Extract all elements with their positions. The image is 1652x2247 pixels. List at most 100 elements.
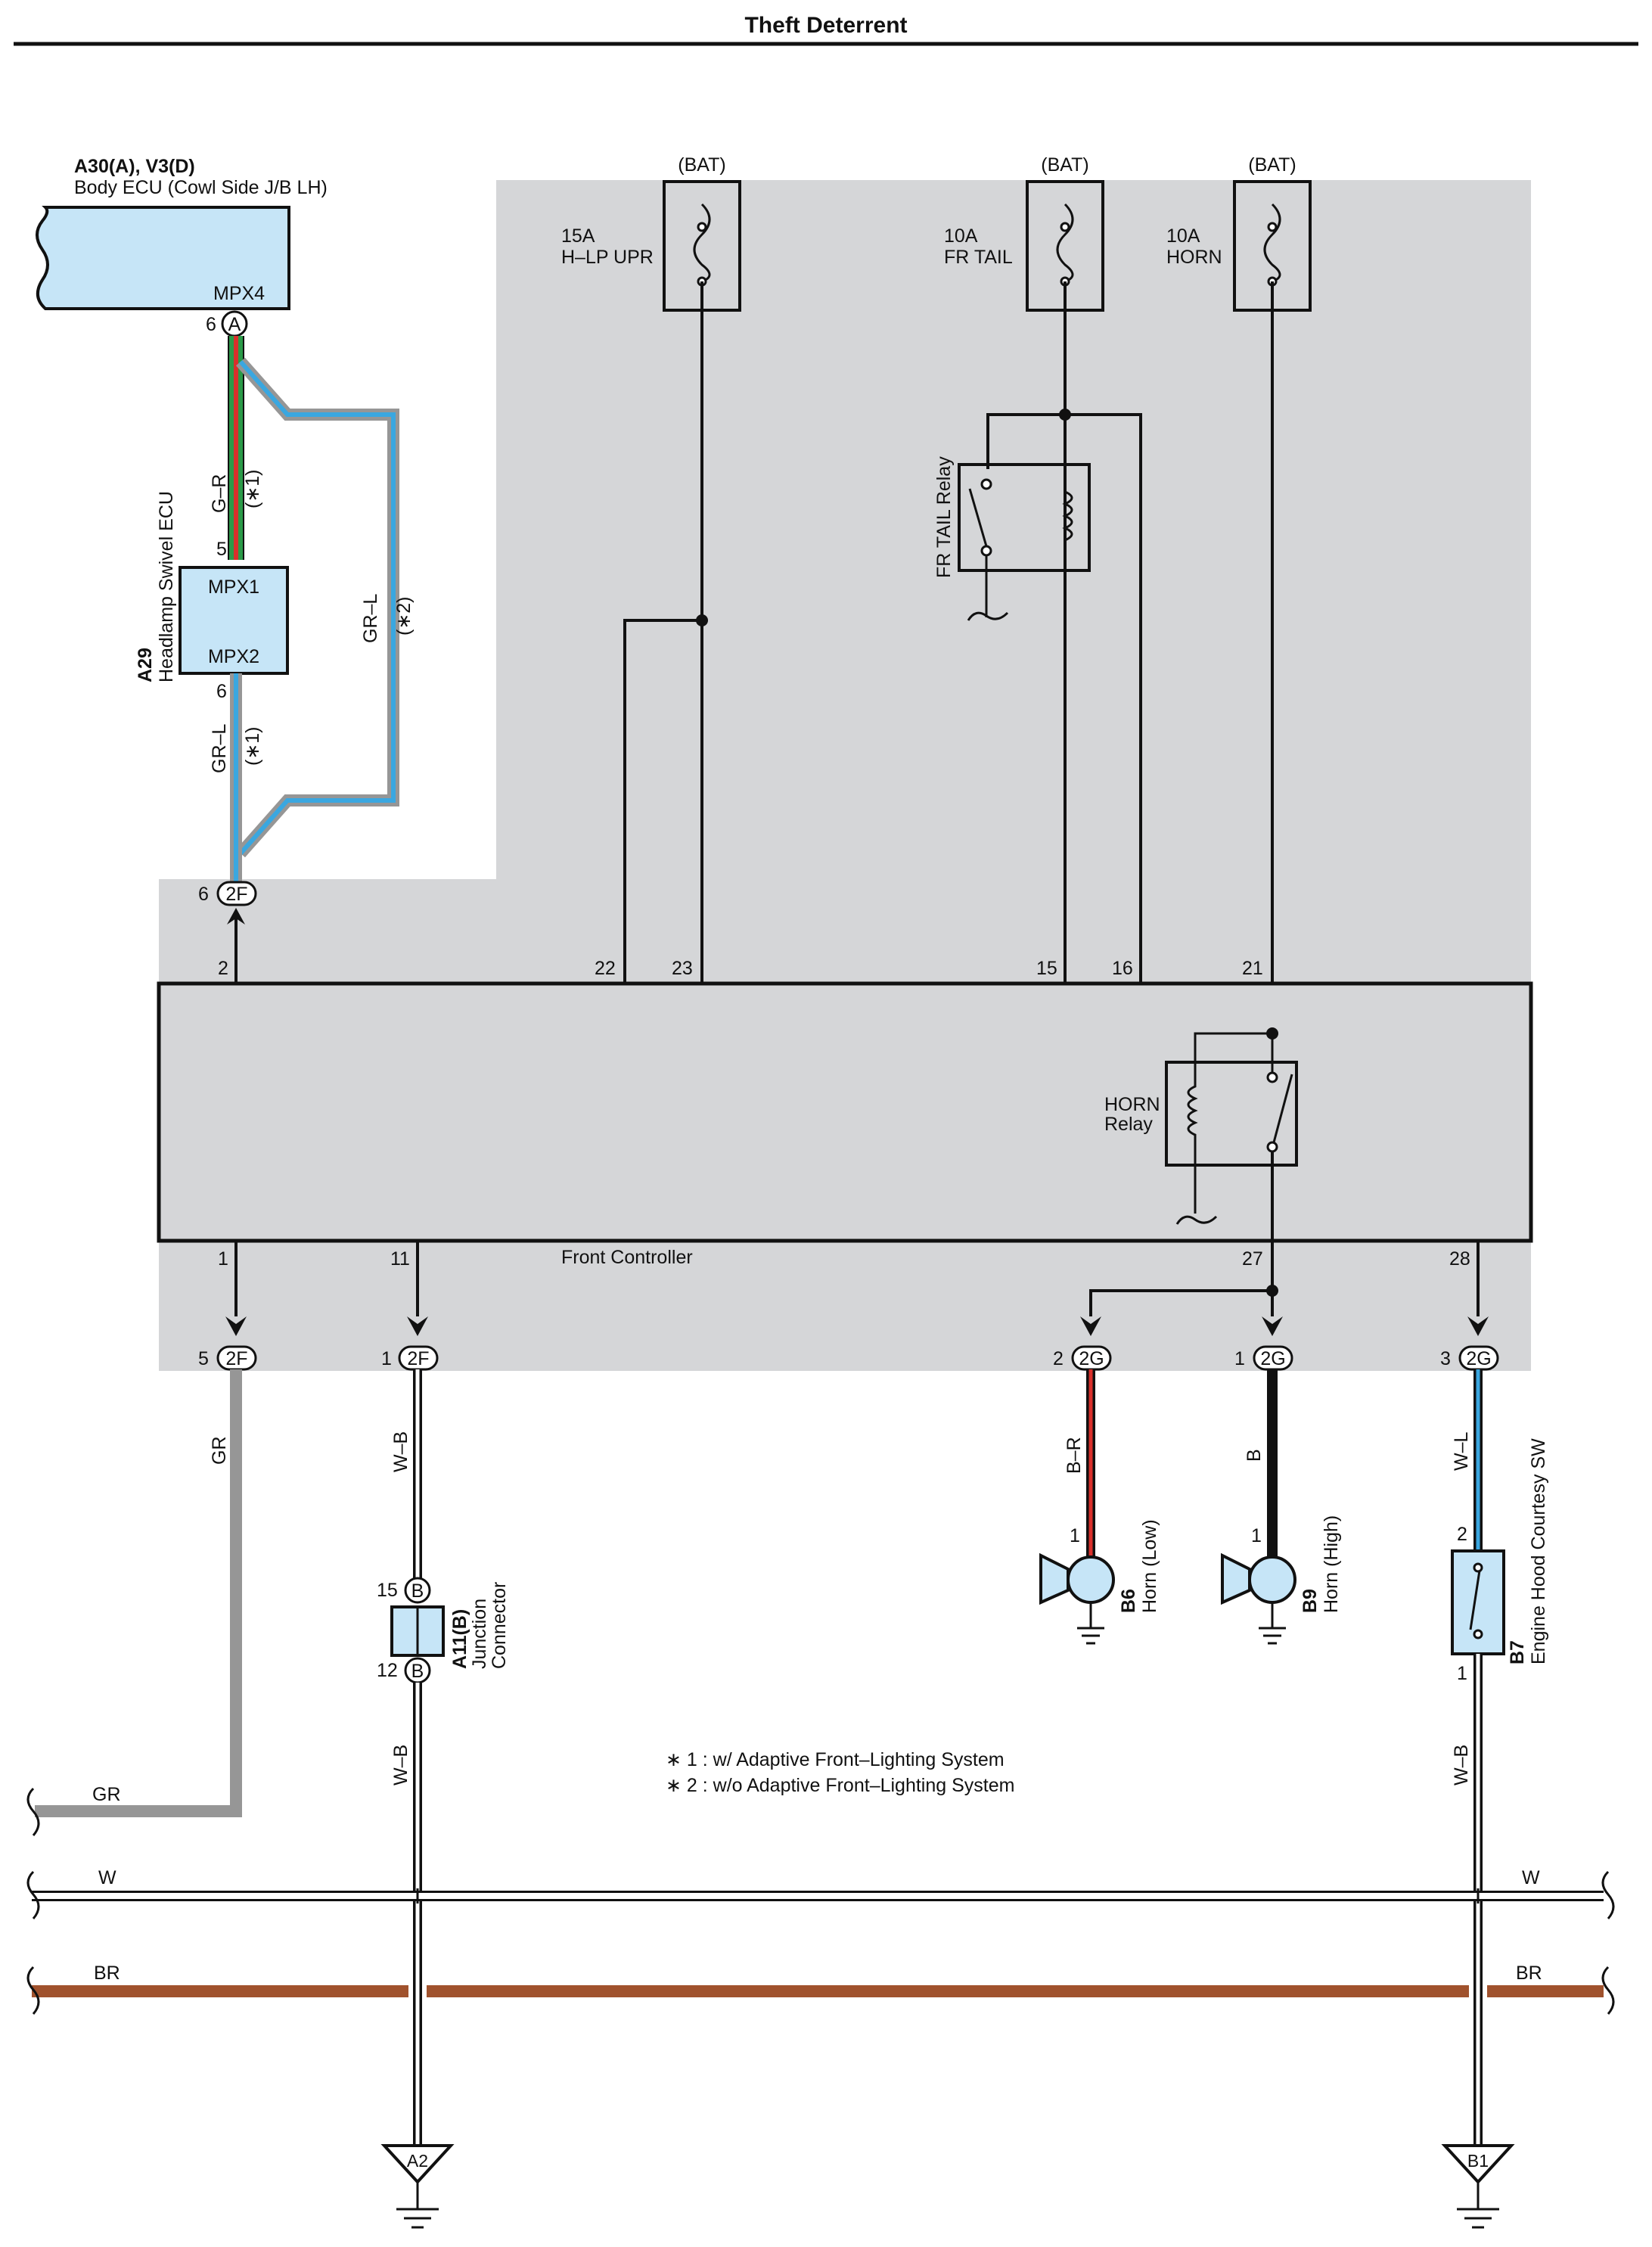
- front-controller-box: [157, 981, 1533, 1243]
- hood-sw-pin-top: 2: [1457, 1524, 1467, 1545]
- fr-tail-relay-label: FR TAIL Relay: [933, 456, 955, 578]
- body-ecu-pin: 6: [206, 314, 216, 335]
- wire-label-w-b-a: W–B: [390, 1431, 411, 1472]
- fc-pin-21: 21: [1242, 958, 1263, 979]
- horn-high-pin: 1: [1251, 1525, 1262, 1546]
- junction-pin-bottom: 12: [377, 1660, 398, 1681]
- body-ecu-connector-label: A: [228, 314, 241, 335]
- fuse-2-bat: (BAT): [1041, 154, 1088, 176]
- fc-pin-15: 15: [1036, 958, 1057, 979]
- body-ecu-name: Body ECU (Cowl Side J/B LH): [74, 177, 328, 198]
- connector-2f-b-pin: 1: [381, 1348, 392, 1369]
- connector-2f-a-pin: 5: [198, 1348, 209, 1369]
- wire-label-w-b-c: W–B: [1451, 1745, 1472, 1785]
- bus-break-br-left: [26, 1966, 40, 2015]
- swivel-ecu-code: A29: [135, 648, 156, 682]
- bus-label-br-left: BR: [94, 1963, 120, 1984]
- junction-conn-top: B: [411, 1580, 424, 1602]
- horn-low-name: Horn (Low): [1139, 1519, 1160, 1613]
- wire-note-star2: (∗2): [393, 596, 415, 636]
- headlamp-swivel-ecu: 5 MPX1 MPX2 6 A29 Headlamp Swivel ECU: [135, 491, 289, 702]
- body-ecu-codes: A30(A), V3(D): [74, 156, 195, 177]
- connector-2g-c: 3 2G: [1440, 1345, 1499, 1371]
- horn-relay-label-1: HORN: [1104, 1094, 1160, 1115]
- connector-2g-b-pin: 1: [1234, 1348, 1245, 1369]
- bus-break-w-right: [1601, 1870, 1615, 1919]
- hood-sw-name: Engine Hood Courtesy SW: [1528, 1438, 1549, 1664]
- fc-pin-23: 23: [672, 958, 693, 979]
- fuse-h-lp-upr: (BAT) 15A H–LP UPR: [561, 154, 741, 312]
- swivel-mpx1: MPX1: [208, 577, 259, 598]
- wire-label-gr-l-bottom: GR–L: [209, 724, 230, 773]
- front-controller-label: Front Controller: [561, 1247, 693, 1268]
- horn-high-name: Horn (High): [1321, 1515, 1342, 1613]
- splice-horn: [1266, 1285, 1278, 1297]
- wire-label-w-b-b: W–B: [390, 1745, 411, 1785]
- body-ecu: A30(A), V3(D) Body ECU (Cowl Side J/B LH…: [36, 156, 328, 337]
- ground-b1: B1: [1441, 2144, 1515, 2229]
- bus-label-w-right: W: [1522, 1867, 1540, 1888]
- fuse-3-bat: (BAT): [1248, 154, 1296, 176]
- body-ecu-terminal: MPX4: [213, 283, 265, 304]
- swivel-pin-top: 5: [216, 539, 227, 560]
- horn-high-code: B9: [1300, 1589, 1321, 1613]
- splice-fr-tail: [1059, 409, 1071, 421]
- fuse-2-amp: 10A: [944, 225, 978, 247]
- horn-relay-label-2: Relay: [1104, 1114, 1153, 1135]
- ground-a2: A2: [380, 2144, 455, 2229]
- bus-label-br-right: BR: [1516, 1963, 1542, 1984]
- fuse-1-amp: 15A: [561, 225, 595, 247]
- connector-2g-a-label: 2G: [1079, 1348, 1104, 1369]
- wire-pin22: [623, 619, 702, 984]
- wire-pin16: [1065, 413, 1142, 984]
- connector-2g-c-label: 2G: [1466, 1348, 1491, 1369]
- swivel-pin-bottom: 6: [216, 681, 227, 702]
- ground-a2-label: A2: [407, 2151, 428, 2171]
- wire-gr-l-bypass: [236, 357, 399, 858]
- bus-label-w-left: W: [98, 1867, 116, 1888]
- wire-note-star1-top: (∗1): [242, 469, 263, 508]
- note-star2: ∗ 2 : w/o Adaptive Front–Lighting System: [666, 1775, 1014, 1796]
- horn-high: 1 B9 Horn (High): [1221, 1515, 1342, 1645]
- wire-gr: [35, 1369, 242, 1817]
- bus-break-w-left: [26, 1870, 40, 1919]
- fc-pin-28: 28: [1449, 1248, 1470, 1270]
- note-star1: ∗ 1 : w/ Adaptive Front–Lighting System: [666, 1749, 1005, 1770]
- connector-2f-top-pin: 6: [198, 884, 209, 905]
- fc-pin-27: 27: [1242, 1248, 1263, 1270]
- fuse-3-name: HORN: [1166, 247, 1222, 268]
- horn-low-code: B6: [1118, 1589, 1139, 1613]
- fc-pin-22: 22: [595, 958, 616, 979]
- swivel-mpx2: MPX2: [208, 646, 259, 667]
- wire-label-w-l: W–L: [1451, 1432, 1472, 1472]
- connector-2g-b: 1 2G: [1234, 1345, 1293, 1371]
- connector-2f-b: 1 2F: [381, 1345, 439, 1371]
- bus-break-br-right: [1601, 1966, 1615, 2015]
- connector-2f-top-label: 2F: [225, 884, 247, 905]
- fuse-2-name: FR TAIL: [944, 247, 1013, 268]
- connector-2f-top: 6 2F: [198, 881, 257, 925]
- wire-fr-tail-relay-feed: [986, 413, 1065, 469]
- connector-2g-a: 2 2G: [1053, 1345, 1112, 1371]
- hood-sw-pin-bottom: 1: [1457, 1663, 1467, 1684]
- horn-low: 1 B6 Horn (Low): [1039, 1519, 1160, 1645]
- bus-break-gr: [26, 1787, 40, 1836]
- body-ecu-box: [36, 206, 290, 310]
- fc-pin-2: 2: [218, 958, 228, 979]
- bus-w: [32, 1888, 1604, 1904]
- wire-label-g-r: G–R: [209, 474, 230, 513]
- wire-label-b-r: B–R: [1064, 1437, 1085, 1474]
- swivel-ecu-box: [179, 566, 289, 675]
- wire-note-star1-bottom: (∗1): [242, 726, 263, 766]
- swivel-ecu-name: Headlamp Swivel ECU: [156, 491, 177, 682]
- wire-pin27-branch: [1089, 1289, 1272, 1316]
- connector-2f-b-label: 2F: [407, 1348, 429, 1369]
- connector-arrows: [225, 1316, 1489, 1336]
- junction-pin-top: 15: [377, 1580, 398, 1601]
- junction-line2: Connector: [489, 1582, 510, 1669]
- splice-h-lp: [696, 614, 708, 626]
- wire-label-gr: GR: [209, 1437, 230, 1465]
- front-controller: 2 22 23 15 16 21 1 11 27 28 Front Contro…: [157, 958, 1533, 1270]
